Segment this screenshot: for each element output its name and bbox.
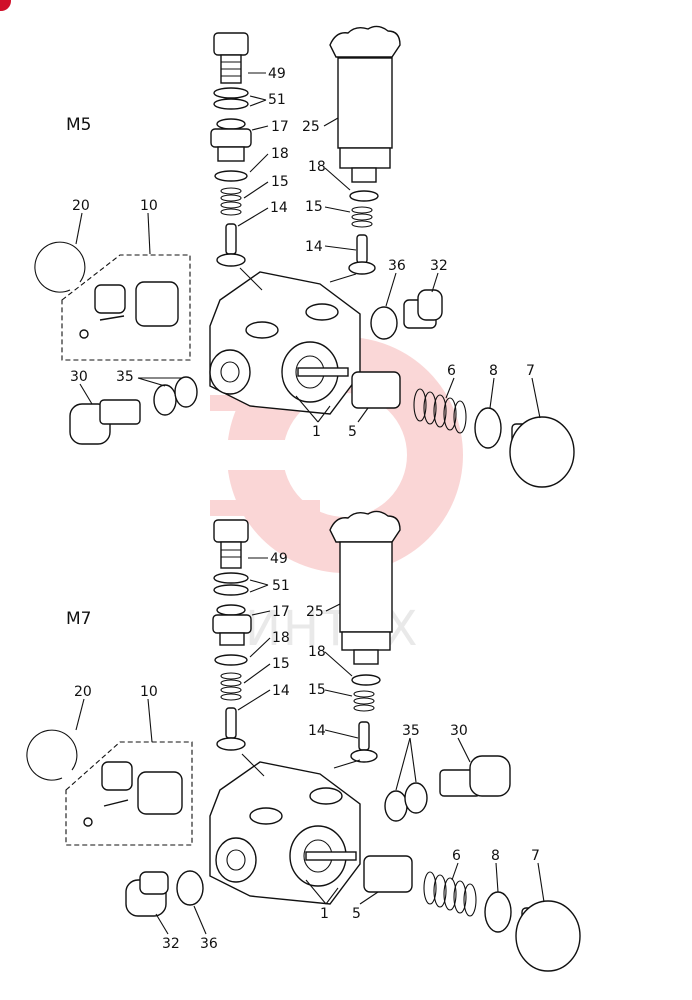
pump-body [209,761,361,905]
part-label: 30 [70,369,88,385]
part-label: 15 [272,656,290,672]
part-label: 1 [312,424,321,440]
section-title: M5 [66,115,91,135]
spring-6 [423,871,477,917]
part-label: 18 [272,630,290,646]
part-label: 8 [489,363,498,379]
washer-51b [213,98,249,110]
washer-35b [174,376,198,408]
gasket-8 [474,407,502,449]
part-label: 35 [402,723,420,739]
spring-15 [220,672,242,701]
leader-lines [75,72,541,423]
valve-14 [216,223,246,267]
priming-pump-25 [329,25,401,183]
washer-51 [213,87,249,99]
washer-51 [213,572,249,584]
snap-ring-20 [34,241,86,293]
part-label: 8 [491,848,500,864]
valve-14-right [350,721,378,763]
cap-nut-7 [515,900,581,972]
part-label: 49 [268,66,286,82]
part-label: 5 [352,906,361,922]
part-label: 5 [348,424,357,440]
part-label: 15 [305,199,323,215]
part-label: 32 [430,258,448,274]
part-label: 7 [526,363,535,379]
section-title: M7 [66,609,91,629]
plug-32 [403,289,443,329]
part-label: 14 [308,723,326,739]
part-label: 35 [116,369,134,385]
part-label: 6 [447,363,456,379]
part-label: 51 [272,578,290,594]
part-label: 15 [308,682,326,698]
spring-15-right [351,206,373,228]
part-label: 10 [140,198,158,214]
part-label: 18 [308,644,326,660]
piston-5 [351,371,401,409]
valve-14-right [348,234,376,275]
gasket-8 [484,891,512,933]
priming-pump-25 [329,510,401,665]
spring-15-right [353,690,375,712]
pump-body [209,271,361,415]
banjo-bolt-49 [213,32,249,84]
spring-6 [413,388,467,434]
part-label: 7 [531,848,540,864]
snap-ring-20 [26,729,78,781]
plug-17 [212,604,252,646]
part-label: 20 [72,198,90,214]
leader-lines [75,557,545,935]
washer-36 [176,870,204,906]
part-label: 10 [140,684,158,700]
part-label: 51 [268,92,286,108]
part-label: 17 [272,604,290,620]
part-label: 49 [270,551,288,567]
plug-17 [210,118,252,162]
washer-36 [370,306,398,340]
banjo-bolt-30 [69,399,141,445]
repair-kit-10 [65,741,193,846]
part-label: 25 [302,119,320,135]
washer-35a [384,790,408,822]
repair-kit-10 [61,254,191,361]
washer-35b [404,782,428,814]
part-label: 25 [306,604,324,620]
corner-badge [0,0,11,11]
cap-nut-7 [509,416,575,488]
part-label: 36 [388,258,406,274]
banjo-bolt-30 [439,755,511,797]
part-label: 30 [450,723,468,739]
washer-51b [213,584,249,596]
oring-18-right [351,674,381,686]
section-m7: M7 [26,510,581,972]
part-label: 14 [272,683,290,699]
part-label: 18 [308,159,326,175]
part-label: 14 [270,200,288,216]
part-label: 20 [74,684,92,700]
part-label: 14 [305,239,323,255]
part-label: 18 [271,146,289,162]
part-label: 1 [320,906,329,922]
part-label: 15 [271,174,289,190]
washer-35a [153,384,177,416]
banjo-bolt-49 [213,519,249,569]
piston-5 [363,855,413,893]
oring-18 [214,170,248,182]
part-label: 32 [162,936,180,952]
part-label: 6 [452,848,461,864]
valve-14 [216,707,246,751]
part-label: 36 [200,936,218,952]
oring-18 [214,654,248,666]
plug-32 [125,871,169,917]
oring-18-right [349,190,379,202]
part-label: 17 [271,119,289,135]
section-m5: M5 [34,25,575,488]
spring-15 [220,187,242,216]
